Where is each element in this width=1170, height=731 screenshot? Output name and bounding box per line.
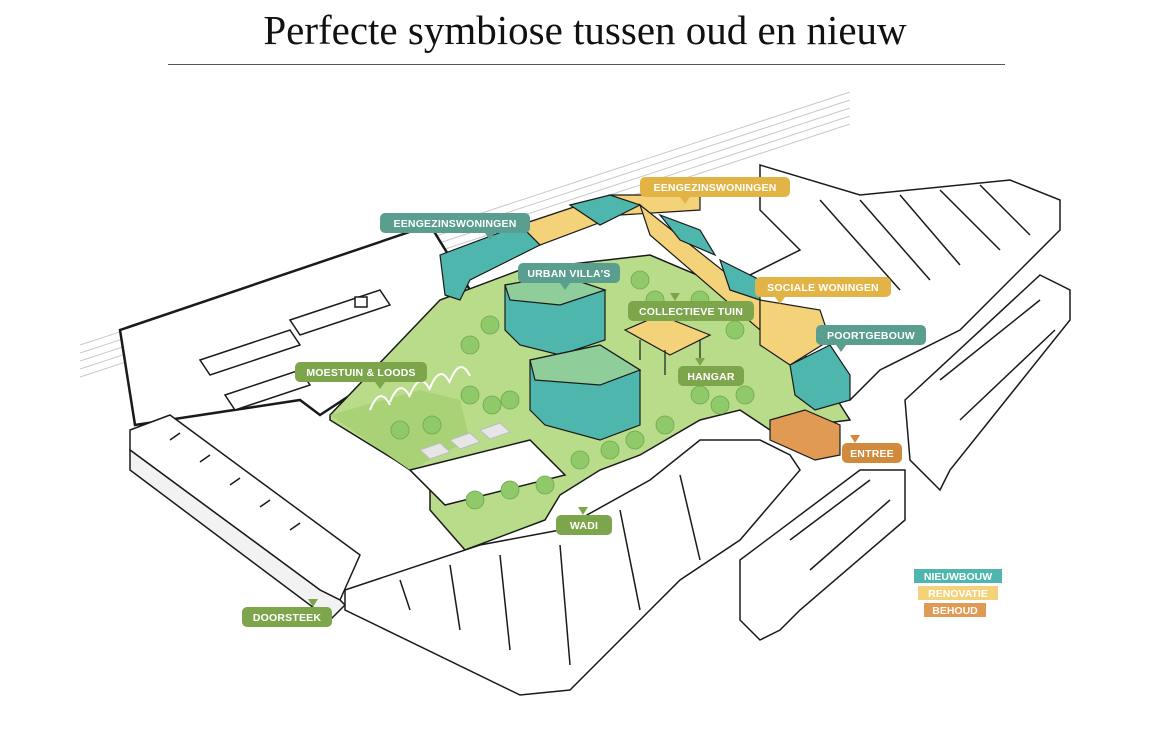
svg-text:POORTGEBOUW: POORTGEBOUW: [827, 330, 915, 342]
svg-text:WADI: WADI: [570, 520, 598, 532]
svg-text:RENOVATIE: RENOVATIE: [928, 588, 988, 600]
svg-text:COLLECTIEVE TUIN: COLLECTIEVE TUIN: [639, 306, 743, 318]
svg-text:SOCIALE WONINGEN: SOCIALE WONINGEN: [767, 282, 879, 294]
svg-text:EENGEZINSWONINGEN: EENGEZINSWONINGEN: [394, 218, 517, 230]
svg-text:NIEUWBOUW: NIEUWBOUW: [924, 571, 992, 583]
houses-right-row: [739, 274, 1071, 641]
page-title: Perfecte symbiose tussen oud en nieuw: [263, 7, 907, 53]
label-entree: ENTREE: [842, 435, 902, 463]
label-collectieve-tuin: COLLECTIEVE TUIN: [628, 293, 754, 321]
houses-bottom-row: [344, 439, 801, 696]
svg-text:BEHOUD: BEHOUD: [932, 605, 978, 617]
trees: [390, 270, 755, 510]
svg-text:DOORSTEEK: DOORSTEEK: [253, 612, 322, 624]
garden-plots: [419, 422, 511, 460]
label-urban-villas: URBAN VILLA'S: [518, 263, 620, 290]
svg-text:URBAN VILLA'S: URBAN VILLA'S: [527, 268, 610, 280]
title-divider: [168, 64, 1005, 65]
label-eengezinswoningen-left: EENGEZINSWONINGEN: [380, 213, 530, 240]
legend-nieuwbouw: NIEUWBOUW: [914, 569, 1002, 583]
buildings-top-left: [198, 289, 392, 411]
label-poortgebouw: POORTGEBOUW: [816, 325, 926, 352]
label-sociale-woningen: SOCIALE WONINGEN: [755, 277, 891, 304]
label-moestuin-loods: MOESTUIN & LOODS: [295, 362, 427, 389]
renovatie-buildings: [518, 194, 831, 366]
houses-left-row: [129, 414, 361, 621]
legend-behoud: BEHOUD: [924, 603, 986, 617]
svg-text:EENGEZINSWONINGEN: EENGEZINSWONINGEN: [654, 182, 777, 194]
label-hangar: HANGAR: [678, 358, 744, 386]
label-eengezinswoningen-top: EENGEZINSWONINGEN: [640, 177, 790, 204]
svg-text:ENTREE: ENTREE: [850, 448, 894, 460]
legend-renovatie: RENOVATIE: [918, 586, 998, 600]
behoud-building: [769, 409, 841, 461]
legend: NIEUWBOUW RENOVATIE BEHOUD: [914, 569, 1002, 617]
svg-text:MOESTUIN & LOODS: MOESTUIN & LOODS: [306, 367, 415, 379]
svg-text:HANGAR: HANGAR: [687, 371, 734, 383]
label-wadi: WADI: [556, 507, 612, 535]
label-doorsteek: DOORSTEEK: [242, 599, 332, 627]
